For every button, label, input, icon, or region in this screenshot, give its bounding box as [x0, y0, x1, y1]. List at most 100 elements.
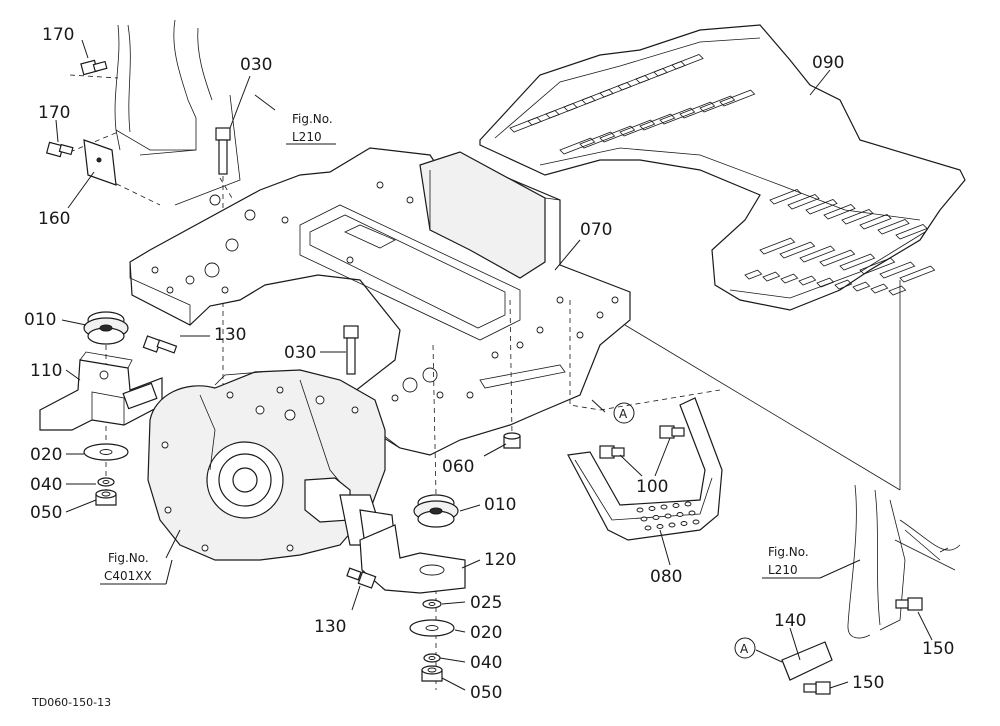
fig-ref-1-line2: L210: [292, 130, 322, 144]
callout-130-lower: 130: [314, 617, 346, 637]
step-hole: [660, 504, 668, 510]
mat-rib: [659, 107, 696, 125]
callout-020-right: 020: [470, 623, 502, 643]
callout-040-left: 040: [30, 475, 62, 495]
ref-mark-a-top: A: [619, 407, 628, 421]
mat-rib: [769, 189, 802, 205]
mat-rib: [852, 281, 871, 292]
callout-140: 140: [774, 611, 806, 631]
bracket-110: [39, 351, 163, 431]
callout-090: 090: [812, 53, 844, 73]
mat-rib: [859, 257, 896, 275]
callout-080: 080: [650, 567, 682, 587]
mat-rib: [639, 113, 676, 131]
reference-marks: A A: [613, 402, 756, 659]
callout-060: 060: [442, 457, 474, 477]
step-hole: [688, 510, 696, 516]
mat-rib: [805, 199, 838, 215]
part-callouts: 170 030 170 160 090 070 010 130 030 110 …: [24, 25, 954, 703]
step-holes: [636, 501, 700, 531]
floor-plate-070: [129, 147, 631, 456]
step-hole: [652, 515, 660, 520]
callout-150-bottom: 150: [852, 673, 884, 693]
mat-rib: [744, 269, 763, 280]
mat-rib: [780, 273, 799, 284]
rubber-mount-010-left: [83, 311, 129, 505]
ref-mark-a-bottom-circle: [734, 637, 756, 659]
fig-ref-3-line2: L210: [768, 563, 798, 577]
bolt-130-left: [142, 335, 178, 354]
step-hole: [692, 519, 700, 525]
mat-rib: [762, 271, 781, 282]
callout-050-left: 050: [30, 503, 62, 523]
mat-rib: [819, 249, 856, 267]
callout-170-left: 170: [38, 103, 70, 123]
step-hole: [676, 512, 684, 517]
mat-rib: [823, 204, 856, 220]
callout-170-top: 170: [42, 25, 74, 45]
callout-100: 100: [636, 477, 668, 497]
bolt-130-lower: [346, 567, 377, 589]
mat-rib: [671, 54, 704, 70]
callout-150-right: 150: [922, 639, 954, 659]
step-hole: [656, 524, 664, 529]
step-hole: [668, 522, 676, 528]
mat-rib: [679, 101, 716, 119]
mat-rib: [787, 194, 820, 210]
callout-010-right: 010: [484, 495, 516, 515]
washer-020-left: [83, 443, 129, 461]
leader-lines: [55, 39, 933, 691]
callout-110: 110: [30, 361, 62, 381]
mat-rib: [579, 131, 616, 149]
mat-rib: [870, 283, 889, 294]
mat-rib: [841, 209, 874, 225]
step-080: [567, 300, 723, 541]
callout-040-right: 040: [470, 653, 502, 673]
mat-rib: [799, 245, 836, 263]
step-hole: [640, 516, 648, 522]
callout-030-top: 030: [240, 55, 272, 75]
fig-ref-2-line2: C401XX: [104, 569, 152, 583]
bolt-030-top: [215, 127, 231, 390]
callout-030-middle: 030: [284, 343, 316, 363]
callout-120: 120: [484, 550, 516, 570]
floor-mat-090: [479, 24, 966, 311]
fig-ref-1-line1: Fig.No.: [292, 112, 333, 126]
bracket-160: [83, 139, 117, 186]
mat-rib: [759, 237, 796, 255]
bolt-150-right: [895, 597, 923, 611]
nut-050-right: [421, 665, 443, 682]
mat-rib: [699, 95, 736, 113]
callout-130-left: 130: [214, 325, 246, 345]
drawing-code: TD060-150-13: [31, 696, 111, 709]
step-hole: [684, 501, 692, 507]
step-hole: [648, 506, 656, 511]
ref-mark-a-bottom: A: [740, 642, 749, 656]
bracket-120: [359, 524, 466, 594]
callout-010-left: 010: [24, 310, 56, 330]
mat-rib: [859, 214, 892, 230]
spacer-060: [503, 299, 521, 449]
mat-rib: [839, 253, 876, 271]
mat-rib: [888, 285, 907, 296]
mat-rib: [895, 224, 928, 240]
bolt-170-left: [45, 141, 74, 158]
transmission-housing: [147, 369, 396, 561]
step-hole: [636, 507, 644, 513]
fig-ref-3-line1: Fig.No.: [768, 545, 809, 559]
step-hole: [672, 503, 680, 508]
bolt-030-middle: [343, 325, 359, 375]
callout-050-right: 050: [470, 683, 502, 703]
mat-rib: [779, 241, 816, 259]
callout-020-left: 020: [30, 445, 62, 465]
callout-160: 160: [38, 209, 70, 229]
mat-rib: [899, 265, 936, 283]
bolt-100-right: [659, 425, 685, 439]
ref-mark-a-top-circle: [613, 402, 635, 424]
washer-020-right: [409, 619, 455, 637]
mat-ribs: [509, 54, 936, 296]
mat-rib: [798, 275, 817, 286]
mat-rib: [619, 119, 656, 137]
mat-rib: [559, 137, 596, 155]
